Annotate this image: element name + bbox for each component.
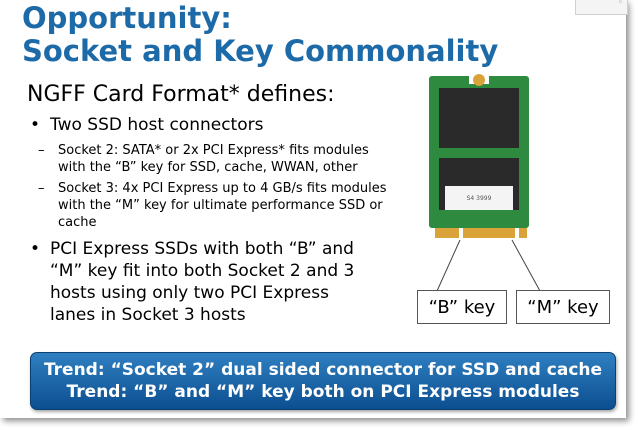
gold-edge-contacts (435, 228, 527, 238)
m-key-arrow (511, 239, 541, 292)
slide: ◦ Opportunity: Socket and Key Commonalit… (22, 0, 628, 410)
trend-line-2: Trend: “B” and “M” key both on PCI Expre… (66, 382, 580, 402)
title-line-2: Socket and Key Commonality (22, 34, 499, 68)
sub-bullet-text: Socket 3: 4x PCI Express up to 4 GB/s fi… (58, 181, 387, 230)
bullet-item: • PCI Express SSDs with both “B” and “M”… (30, 238, 360, 326)
bullet-text: Two SSD host connectors (50, 115, 264, 135)
bullet-item: • Two SSD host connectors (30, 114, 263, 136)
b-key-label: “B” key (417, 290, 507, 324)
sub-bullet-socket-2: – Socket 2: SATA* or 2x PCI Express* fit… (38, 142, 398, 176)
m2-module-image: S4 3999 (429, 74, 529, 238)
dash-marker: – (38, 143, 45, 158)
trend-line-1: Trend: “Socket 2” dual sided connector f… (43, 360, 603, 380)
m-key-label: “M” key (516, 290, 610, 324)
sticker-text: S4 3999 (467, 195, 492, 202)
dash-marker: – (38, 181, 45, 196)
sub-bullet-text: Socket 2: SATA* or 2x PCI Express* fits … (58, 143, 369, 175)
b-key-arrow (436, 239, 461, 292)
bullet-dot: • (30, 115, 41, 135)
sub-bullet-socket-3: – Socket 3: 4x PCI Express up to 4 GB/s … (38, 180, 398, 231)
mounting-screw-hole (473, 74, 485, 86)
bullet-text: PCI Express SSDs with both “B” and “M” k… (50, 239, 355, 325)
bullet-list-2: • PCI Express SSDs with both “B” and “M”… (30, 238, 360, 326)
title-line-1: Opportunity: (22, 1, 232, 35)
subheading: NGFF Card Format* defines: (27, 82, 335, 107)
flash-chip-top (439, 88, 519, 148)
corner-tab: ◦ (575, 0, 628, 15)
bullet-dot: • (30, 239, 41, 259)
trend-banner: Trend: “Socket 2” dual sided connector f… (30, 352, 616, 410)
bullet-list-1: • Two SSD host connectors (30, 114, 263, 136)
module-sticker (445, 186, 513, 210)
slide-title: Opportunity: Socket and Key Commonality (22, 2, 498, 68)
